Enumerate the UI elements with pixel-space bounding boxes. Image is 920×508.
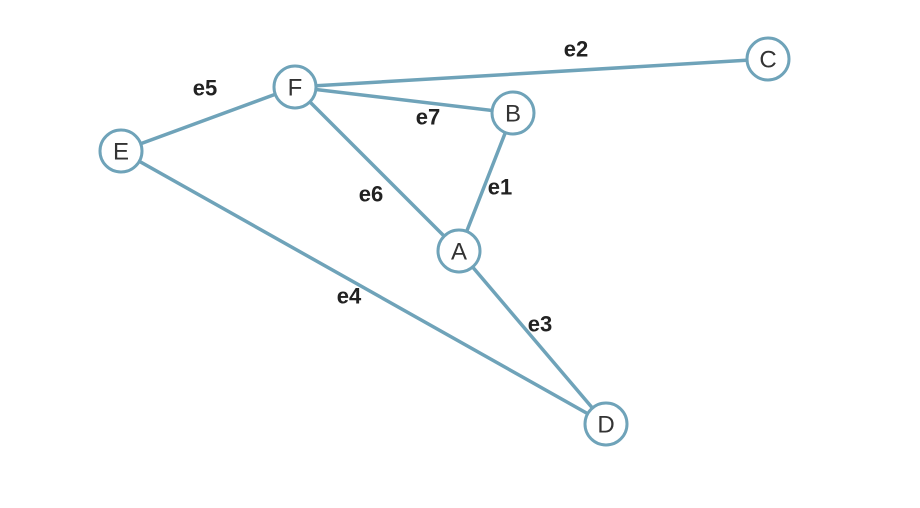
node-circle-A: [436, 228, 482, 274]
edge-label-e4: e4: [337, 284, 362, 309]
edge-e5: [119, 85, 297, 153]
nodes-layer: F C B E A D: [98, 36, 791, 447]
node-E: E: [98, 128, 144, 174]
node-D: D: [583, 401, 629, 447]
edge-label-e2: e2: [564, 37, 588, 62]
node-label-D: D: [597, 412, 614, 439]
node-label-F: F: [288, 75, 303, 102]
node-A: A: [436, 228, 482, 274]
node-circle-E: [98, 128, 144, 174]
node-circle-F: [272, 64, 318, 110]
node-circle-B: [490, 90, 536, 136]
edge-e1: [457, 111, 515, 253]
edge-e4: [119, 149, 608, 426]
edge-e3: [457, 249, 608, 426]
edge-e7: [293, 85, 515, 115]
edge-e2: [293, 57, 770, 89]
node-label-B: B: [505, 101, 521, 128]
edge-labels-layer: e1 e2 e3 e4 e5 e6 e7: [193, 37, 588, 337]
edge-label-e3: e3: [528, 312, 552, 337]
node-label-A: A: [451, 239, 467, 266]
edge-label-e6: e6: [359, 182, 383, 207]
node-circle-C: [745, 36, 791, 82]
edges-layer: [119, 57, 770, 426]
edge-e6: [293, 85, 461, 253]
node-label-E: E: [113, 139, 129, 166]
node-B: B: [490, 90, 536, 136]
node-label-C: C: [759, 47, 776, 74]
edge-label-e5: e5: [193, 76, 217, 101]
node-C: C: [745, 36, 791, 82]
edge-label-e1: e1: [488, 175, 512, 200]
edge-label-e7: e7: [416, 105, 440, 130]
node-F: F: [272, 64, 318, 110]
node-circle-D: [583, 401, 629, 447]
